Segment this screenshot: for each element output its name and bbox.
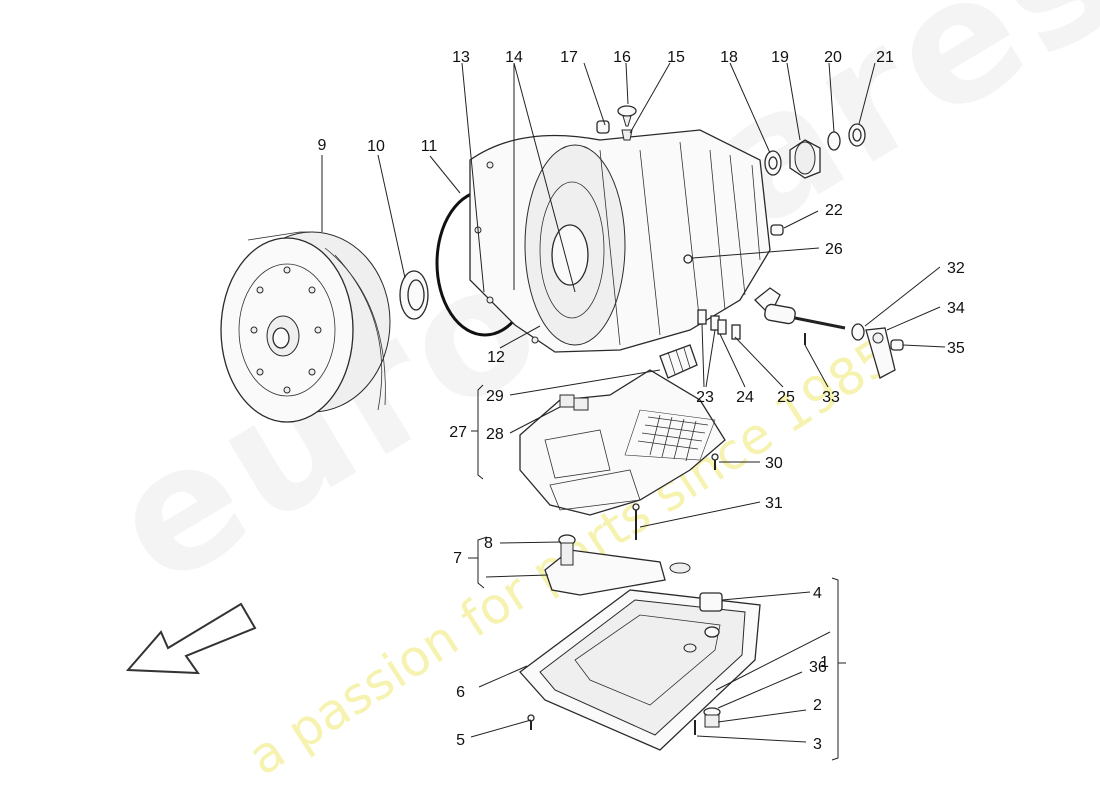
callout-34: 34 bbox=[947, 300, 965, 317]
callout-17: 17 bbox=[560, 49, 578, 66]
callout-18: 18 bbox=[720, 49, 738, 66]
callout-36: 36 bbox=[809, 659, 827, 676]
callout-31: 31 bbox=[765, 495, 783, 512]
callout-23: 23 bbox=[696, 389, 714, 406]
callout-26: 26 bbox=[825, 241, 843, 258]
front-direction-arrow-icon bbox=[125, 602, 257, 675]
callout-24: 24 bbox=[736, 389, 754, 406]
callout-21: 21 bbox=[876, 49, 894, 66]
callout-27: 27 bbox=[449, 424, 467, 441]
callout-labels: 1 2 3 4 5 6 7 8 9 10 11 12 13 14 15 16 1… bbox=[318, 49, 965, 753]
callout-4: 4 bbox=[813, 585, 822, 602]
shift-parts bbox=[683, 254, 904, 379]
callout-8: 8 bbox=[484, 535, 493, 552]
callout-35: 35 bbox=[947, 340, 965, 357]
transmission-housing bbox=[469, 129, 771, 353]
plug-22 bbox=[770, 224, 784, 236]
boot-29 bbox=[659, 344, 698, 379]
callout-7: 7 bbox=[453, 550, 462, 567]
callout-12: 12 bbox=[487, 349, 505, 366]
callout-32: 32 bbox=[947, 260, 965, 277]
oil-pan bbox=[519, 589, 761, 751]
callout-3: 3 bbox=[813, 736, 822, 753]
valve-body bbox=[519, 369, 726, 516]
callout-6: 6 bbox=[456, 684, 465, 701]
callout-14: 14 bbox=[505, 49, 523, 66]
callout-16: 16 bbox=[613, 49, 631, 66]
torque-converter bbox=[220, 231, 391, 423]
callout-28: 28 bbox=[486, 426, 504, 443]
callout-29: 29 bbox=[486, 388, 504, 405]
leader-lines bbox=[321, 62, 946, 761]
callout-33: 33 bbox=[822, 389, 840, 406]
callout-5: 5 bbox=[456, 732, 465, 749]
callout-1: 1 bbox=[820, 654, 829, 671]
breather-15-17 bbox=[596, 105, 637, 141]
callout-10: 10 bbox=[367, 138, 385, 155]
callout-13: 13 bbox=[452, 49, 470, 66]
callout-19: 19 bbox=[771, 49, 789, 66]
callout-20: 20 bbox=[824, 49, 842, 66]
valve-bolts-30-31 bbox=[632, 453, 719, 540]
callout-30: 30 bbox=[765, 455, 783, 472]
callout-9: 9 bbox=[318, 137, 327, 154]
output-flange-18-21 bbox=[764, 123, 866, 179]
callout-11: 11 bbox=[421, 138, 438, 155]
callout-15: 15 bbox=[667, 49, 685, 66]
callout-25: 25 bbox=[777, 389, 795, 406]
callout-22: 22 bbox=[825, 202, 843, 219]
oil-filter-7-8 bbox=[544, 534, 691, 596]
callout-2: 2 bbox=[813, 697, 822, 714]
seal-10 bbox=[399, 270, 429, 320]
